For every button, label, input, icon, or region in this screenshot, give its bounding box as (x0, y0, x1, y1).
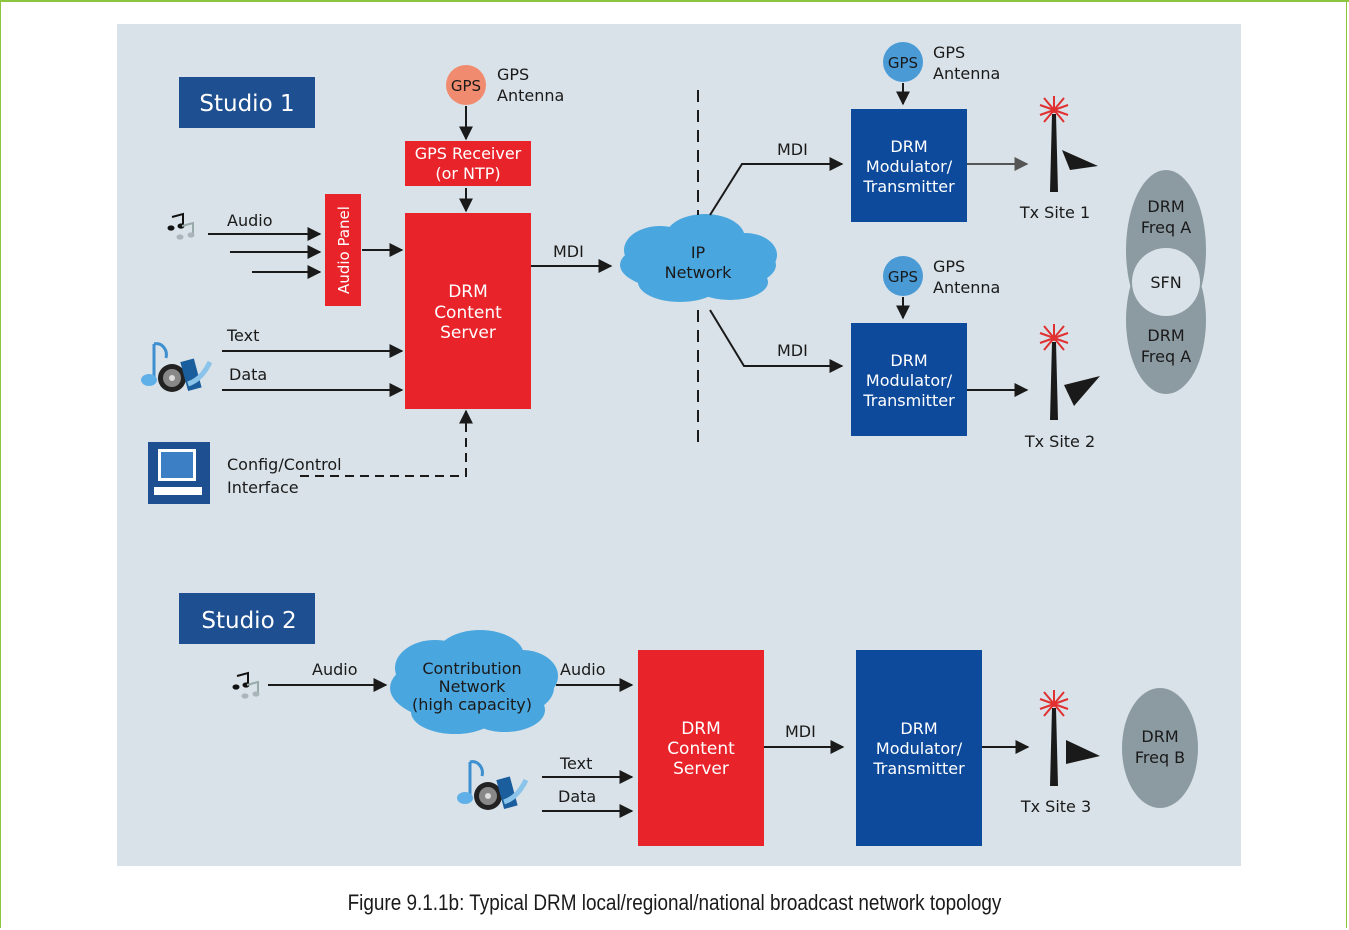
media-files-icon (457, 762, 526, 810)
tx-site1-label: Tx Site 1 (1019, 203, 1090, 222)
gps-label-line1: GPS (933, 43, 965, 62)
config-label-line1: Config/Control (227, 455, 342, 474)
contribution-line3: (high capacity) (412, 695, 532, 714)
contribution-network-cloud: Contribution Network (high capacity) (390, 630, 558, 734)
content-server-line1: DRM (681, 719, 721, 739)
audio-panel: Audio Panel (325, 194, 361, 306)
content-server-line2: Content (667, 739, 735, 759)
freq-a-label-top: Freq A (1141, 218, 1191, 237)
tx-site2-label: Tx Site 2 (1024, 432, 1095, 451)
gps-antenna-icon (883, 256, 923, 296)
frame-top-border (0, 0, 1349, 2)
music-note-icon (166, 213, 196, 241)
studio1-title: Studio 1 (199, 91, 294, 117)
gps-antenna-studio1: GPS GPS Antenna (446, 65, 564, 105)
gps-label-line2: Antenna (497, 86, 564, 105)
audio-label-studio2-in: Audio (312, 660, 357, 679)
gps-badge-label: GPS (888, 268, 918, 286)
data-label-studio2: Data (558, 787, 596, 806)
mdi-label-studio2: MDI (785, 722, 816, 741)
signal-flag-icon (1066, 740, 1100, 764)
studio2-badge: Studio 2 (179, 593, 315, 644)
freq-a-drm-bottom: DRM (1147, 326, 1184, 345)
content-server-line1: DRM (448, 282, 488, 302)
content-server-line2: Content (434, 303, 502, 323)
audio-label-studio1: Audio (227, 211, 272, 230)
content-server-line3: Server (673, 759, 729, 779)
audio-label-studio2-out: Audio (560, 660, 605, 679)
sfn-frequency-zone: DRM Freq A SFN DRM Freq A (1126, 170, 1206, 394)
modulator-line2: Modulator/ (876, 739, 963, 758)
gps-label-line1: GPS (933, 257, 965, 276)
gps-antenna-tx1: GPS GPS Antenna (883, 42, 1000, 83)
contribution-line1: Contribution (422, 659, 521, 678)
studio2-title: Studio 2 (201, 608, 296, 634)
gps-receiver-line1: GPS Receiver (415, 144, 522, 163)
modulator-tx1: DRM Modulator/ Transmitter (851, 109, 967, 222)
gps-antenna-icon (883, 42, 923, 82)
modulator-tx2: DRM Modulator/ Transmitter (851, 323, 967, 436)
tx-site3-tower (1039, 689, 1100, 787)
gps-label-line2: Antenna (933, 64, 1000, 83)
mdi-label-branch1: MDI (777, 140, 808, 159)
tx-site2-tower (1039, 323, 1100, 421)
freq-b-zone: DRM Freq B (1122, 688, 1198, 808)
freq-b-label: Freq B (1135, 748, 1185, 767)
modulator-line3: Transmitter (872, 759, 965, 778)
ip-network-cloud: IP Network (620, 214, 777, 302)
signal-flag-icon (1064, 376, 1100, 406)
gps-antenna-icon (446, 65, 486, 105)
ip-network-line2: Network (665, 263, 733, 282)
freq-b-drm: DRM (1141, 727, 1178, 746)
tx-site1-tower (1039, 95, 1098, 193)
text-label-studio1: Text (226, 326, 259, 345)
modulator-line3: Transmitter (862, 177, 955, 196)
computer-icon (148, 442, 210, 504)
audio-panel-label: Audio Panel (335, 206, 353, 294)
gps-label-line2: Antenna (933, 278, 1000, 297)
text-label-studio2: Text (559, 754, 592, 773)
gps-receiver-line2: (or NTP) (435, 164, 500, 183)
mdi-label-server1: MDI (553, 242, 584, 261)
content-server-studio2: DRM Content Server (638, 650, 764, 846)
gps-badge-label: GPS (451, 77, 481, 95)
ip-network-line1: IP (691, 243, 706, 262)
sfn-label: SFN (1150, 273, 1181, 292)
transmitter-tower-icon (1039, 323, 1069, 421)
modulator-line1: DRM (890, 351, 927, 370)
modulator-line2: Modulator/ (866, 157, 953, 176)
data-label-studio1: Data (229, 365, 267, 384)
modulator-line1: DRM (890, 137, 927, 156)
contribution-line2: Network (439, 677, 507, 696)
gps-badge-label: GPS (888, 54, 918, 72)
gps-label-line1: GPS (497, 65, 529, 84)
freq-a-drm-top: DRM (1147, 197, 1184, 216)
media-files-icon (141, 344, 210, 392)
transmitter-tower-icon (1039, 689, 1069, 787)
content-server-line3: Server (440, 323, 496, 343)
gps-receiver-box: GPS Receiver (or NTP) (405, 141, 531, 186)
signal-flag-icon (1062, 150, 1098, 170)
gps-antenna-tx2: GPS GPS Antenna (883, 256, 1000, 297)
figure-caption: Figure 9.1.1b: Typical DRM local/regiona… (347, 890, 1002, 915)
studio1-badge: Studio 1 (179, 77, 315, 128)
modulator-line2: Modulator/ (866, 371, 953, 390)
modulator-line3: Transmitter (862, 391, 955, 410)
music-note-icon (231, 672, 261, 700)
modulator-line1: DRM (900, 719, 937, 738)
content-server-studio1: DRM Content Server (405, 213, 531, 409)
freq-a-label-bottom: Freq A (1141, 347, 1191, 366)
mdi-label-branch2: MDI (777, 341, 808, 360)
transmitter-tower-icon (1039, 95, 1069, 193)
config-label-line2: Interface (227, 478, 299, 497)
tx-site3-label: Tx Site 3 (1020, 797, 1091, 816)
modulator-tx3: DRM Modulator/ Transmitter (856, 650, 982, 846)
